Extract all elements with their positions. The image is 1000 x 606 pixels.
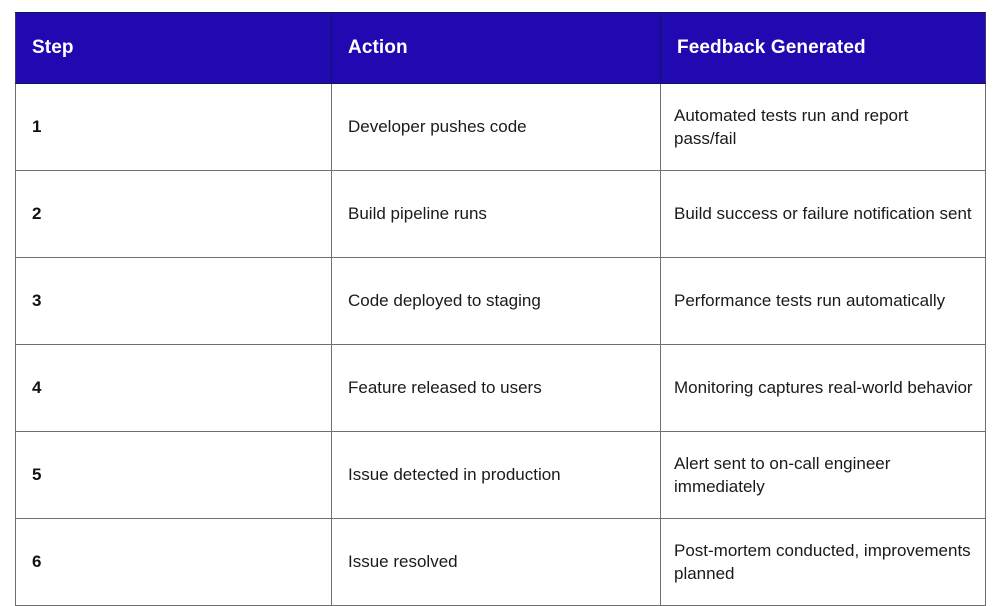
cell-action: Developer pushes code [331, 83, 661, 171]
cell-step: 4 [15, 344, 332, 432]
cell-step: 6 [15, 518, 332, 606]
table-row: 3 Code deployed to staging Performance t… [15, 257, 986, 345]
table-body: 1 Developer pushes code Automated tests … [15, 83, 986, 606]
table-header: Step Action Feedback Generated [15, 12, 986, 84]
table-row: 1 Developer pushes code Automated tests … [15, 83, 986, 171]
cell-action: Issue detected in production [331, 431, 661, 519]
feedback-table-container: Step Action Feedback Generated 1 Develop… [15, 12, 986, 606]
cell-feedback: Automated tests run and report pass/fail [660, 83, 986, 171]
table-row: 6 Issue resolved Post-mortem conducted, … [15, 518, 986, 606]
table-row: 4 Feature released to users Monitoring c… [15, 344, 986, 432]
cell-action: Feature released to users [331, 344, 661, 432]
cell-feedback: Build success or failure notification se… [660, 170, 986, 258]
column-header-step: Step [15, 12, 332, 84]
column-header-action: Action [331, 12, 661, 84]
cell-feedback: Performance tests run automatically [660, 257, 986, 345]
column-header-feedback: Feedback Generated [660, 12, 986, 84]
cell-step: 1 [15, 83, 332, 171]
cell-action: Issue resolved [331, 518, 661, 606]
cell-step: 2 [15, 170, 332, 258]
cell-feedback: Monitoring captures real-world behavior [660, 344, 986, 432]
table-row: 5 Issue detected in production Alert sen… [15, 431, 986, 519]
cell-step: 5 [15, 431, 332, 519]
feedback-loop-table: Step Action Feedback Generated 1 Develop… [15, 12, 986, 606]
header-row: Step Action Feedback Generated [15, 12, 986, 84]
cell-step: 3 [15, 257, 332, 345]
cell-feedback: Post-mortem conducted, improvements plan… [660, 518, 986, 606]
cell-action: Code deployed to staging [331, 257, 661, 345]
cell-action: Build pipeline runs [331, 170, 661, 258]
table-row: 2 Build pipeline runs Build success or f… [15, 170, 986, 258]
cell-feedback: Alert sent to on-call engineer immediate… [660, 431, 986, 519]
